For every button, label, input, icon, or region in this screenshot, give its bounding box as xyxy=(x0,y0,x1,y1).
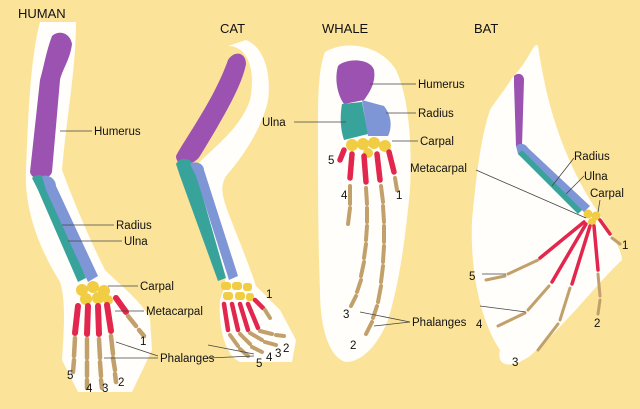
whale-humerus-label: Humerus xyxy=(418,79,465,91)
whale-digit-3: 3 xyxy=(343,309,349,321)
bat-digit-4: 4 xyxy=(476,319,483,331)
bat-digit-1: 1 xyxy=(622,240,628,252)
human-digit-3: 3 xyxy=(102,383,108,395)
whale-digit-4: 4 xyxy=(341,190,348,202)
bat-digit-3: 3 xyxy=(512,357,518,369)
cat-digit-3: 3 xyxy=(275,348,281,360)
human-radius-label: Radius xyxy=(116,220,152,232)
human-metacarpal-label: Metacarpal xyxy=(146,306,203,318)
bat-ulna-label: Ulna xyxy=(584,171,608,183)
cat-title: CAT xyxy=(220,21,245,36)
human-ulna xyxy=(32,175,86,282)
cat-phalanges xyxy=(228,308,286,358)
panel-bat: BAT xyxy=(410,21,628,369)
whale-ulna-label: Ulna xyxy=(262,117,286,129)
human-ulna-label: Ulna xyxy=(124,236,148,248)
bat-metacarpal-label: Metacarpal xyxy=(410,163,467,175)
whale-digit-2: 2 xyxy=(350,340,356,352)
whale-radius-label: Radius xyxy=(418,108,454,120)
bat-metacarpals xyxy=(538,218,612,286)
human-digit-4: 4 xyxy=(86,383,93,395)
human-digit-1: 1 xyxy=(140,336,146,348)
whale-radius xyxy=(362,100,391,136)
panel-human: HUMAN xyxy=(18,6,215,395)
bat-ulna xyxy=(518,150,582,214)
cat-humerus xyxy=(176,53,246,165)
human-carpals xyxy=(76,281,113,305)
bat-radius xyxy=(516,143,590,212)
human-metacarpals xyxy=(72,295,129,337)
cat-digit-2: 2 xyxy=(283,343,289,355)
human-radius xyxy=(42,175,98,282)
bat-radius-label: Radius xyxy=(574,151,610,163)
human-phalanges xyxy=(70,313,147,391)
human-phalanges-label: Phalanges xyxy=(160,353,215,365)
whale-title: WHALE xyxy=(322,21,369,36)
panel-cat: CAT xyxy=(176,21,296,370)
bat-phalanges xyxy=(484,236,622,352)
whale-phalanges xyxy=(346,176,399,336)
cat-digit-4: 4 xyxy=(266,352,273,364)
human-carpal-label: Carpal xyxy=(140,281,174,293)
whale-digit-5: 5 xyxy=(328,155,334,167)
bat-carpal-label: Carpal xyxy=(590,188,624,200)
whale-digit-1: 1 xyxy=(396,190,402,202)
cat-ulna xyxy=(176,158,226,281)
bat-carpals xyxy=(583,209,601,226)
bat-digit-5: 5 xyxy=(469,271,475,283)
bat-digit-2: 2 xyxy=(594,318,600,330)
cat-digit-1: 1 xyxy=(266,289,272,301)
bat-wing-membrane xyxy=(471,44,622,365)
bat-title: BAT xyxy=(474,21,498,36)
bat-humerus xyxy=(514,73,524,146)
human-digit-5: 5 xyxy=(67,370,73,382)
human-humerus-label: Humerus xyxy=(94,126,141,138)
cat-digit-5: 5 xyxy=(256,358,262,370)
cat-metacarpals xyxy=(221,297,266,333)
cat-radius xyxy=(190,162,238,280)
panel-whale: WHALE xyxy=(262,21,467,362)
whale-phalanges-label: Phalanges xyxy=(412,317,467,329)
human-humerus xyxy=(30,32,72,179)
whale-humerus xyxy=(336,60,375,104)
cat-carpals xyxy=(221,282,254,301)
human-title: HUMAN xyxy=(18,6,66,21)
whale-metacarpals xyxy=(337,147,397,185)
whale-ulna xyxy=(340,102,368,140)
human-digit-2: 2 xyxy=(118,377,124,389)
whale-carpal-label: Carpal xyxy=(420,136,454,148)
